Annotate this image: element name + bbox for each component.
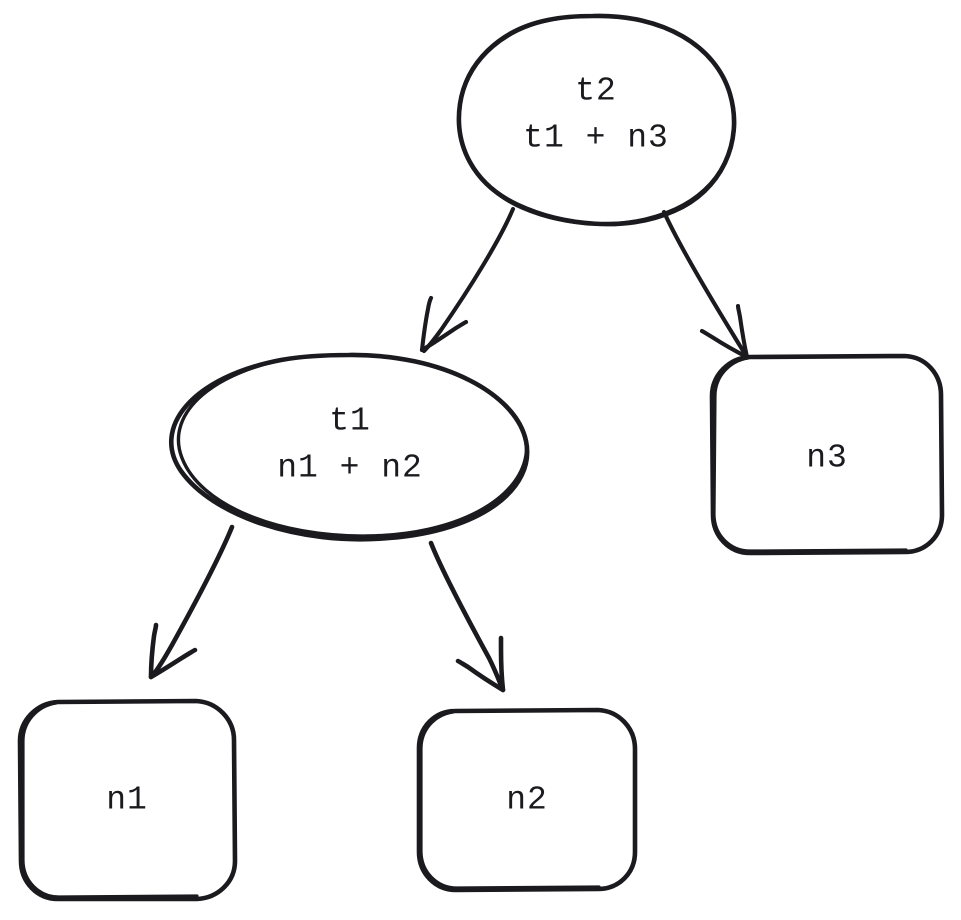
node-n1-outline-pass1 (17, 698, 238, 902)
edge-t2-to-n3-arrowhead-right (735, 303, 750, 360)
node-t2-outline-pass2 (457, 17, 737, 226)
node-n3-outline-pass2 (712, 356, 908, 553)
node-n3-title: n3 (806, 440, 848, 477)
edge-t1-to-n2-arrowhead-left (455, 658, 506, 693)
node-n2-outline-pass2 (419, 710, 601, 890)
node-n2[interactable]: n2 (416, 707, 638, 893)
edge-t2-to-t1-arrowhead-left (419, 295, 434, 353)
node-t2[interactable]: t2 t1 + n3 (456, 13, 737, 227)
node-t2-subtitle: t1 + n3 (523, 120, 669, 157)
node-n2-title: n2 (506, 782, 548, 819)
edge-t2-to-t1-arrowhead-right (419, 319, 469, 353)
node-t1-subtitle: n1 + n2 (277, 450, 423, 487)
edge-t1-to-n2-arrowhead-right (498, 635, 506, 693)
edge-t2-to-n3-line (661, 209, 749, 359)
node-t1-outline-pass2 (176, 355, 529, 538)
edge-t1-to-n1-arrowhead-right (148, 647, 198, 680)
node-t2-title: t2 (575, 73, 617, 110)
edge-t2-to-n3-arrowhead-left (699, 328, 750, 360)
edge-t1-to-n2[interactable] (428, 540, 506, 693)
node-n1-title: n1 (106, 782, 148, 819)
edge-t1-to-n1-line (150, 524, 235, 678)
edge-t2-to-t1[interactable] (419, 206, 516, 354)
node-n3-outline-pass1 (709, 353, 945, 556)
node-t1-title: t1 (329, 403, 371, 440)
node-t1[interactable]: t1 n1 + n2 (169, 352, 530, 542)
edge-t1-to-n2-line (428, 540, 505, 691)
edge-t2-to-n3[interactable] (661, 209, 750, 360)
node-n3[interactable]: n3 (709, 353, 945, 556)
edge-t2-to-t1-line (421, 206, 516, 354)
edge-t1-to-n1-arrowhead-left (148, 622, 159, 680)
node-n1-outline-pass2 (21, 701, 199, 899)
node-n1[interactable]: n1 (17, 698, 238, 902)
edge-t1-to-n1[interactable] (148, 524, 235, 680)
node-n2-outline-pass1 (416, 707, 638, 893)
